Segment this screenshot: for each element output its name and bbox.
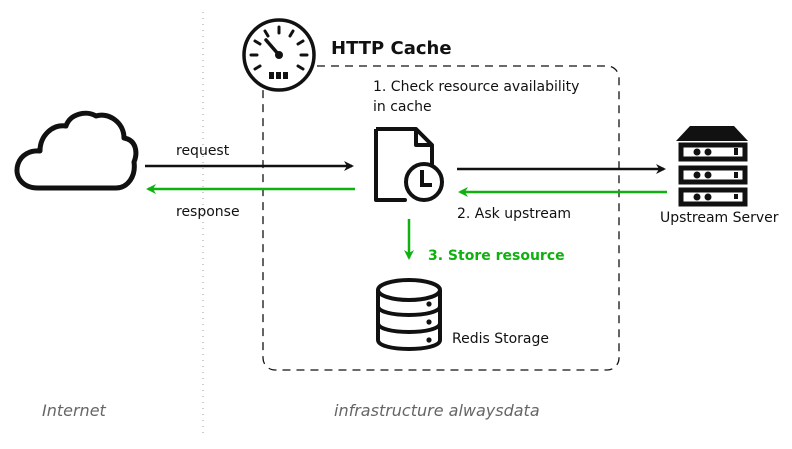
- zone-infrastructure-label: infrastructure alwaysdata: [334, 401, 540, 420]
- http-cache-title: HTTP Cache: [331, 38, 452, 59]
- cloud-icon: [14, 110, 139, 191]
- step1-label-line2: in cache: [373, 99, 432, 115]
- request-label: request: [176, 143, 230, 159]
- storage-label: Redis Storage: [452, 331, 550, 347]
- server-rack-icon: [676, 126, 748, 207]
- zone-internet-label: Internet: [42, 401, 106, 420]
- step3-label: 3. Store resource: [428, 248, 565, 264]
- database-icon: [376, 278, 442, 351]
- response-label: response: [176, 204, 240, 220]
- document-clock-icon: [374, 127, 444, 202]
- step2-label: 2. Ask upstream: [457, 206, 572, 222]
- step1-label-line1: 1. Check resource availability: [373, 79, 580, 95]
- http-cache-boundary: [262, 65, 620, 371]
- gauge-icon: [242, 18, 316, 92]
- upstream-server-label: Upstream Server: [660, 210, 779, 226]
